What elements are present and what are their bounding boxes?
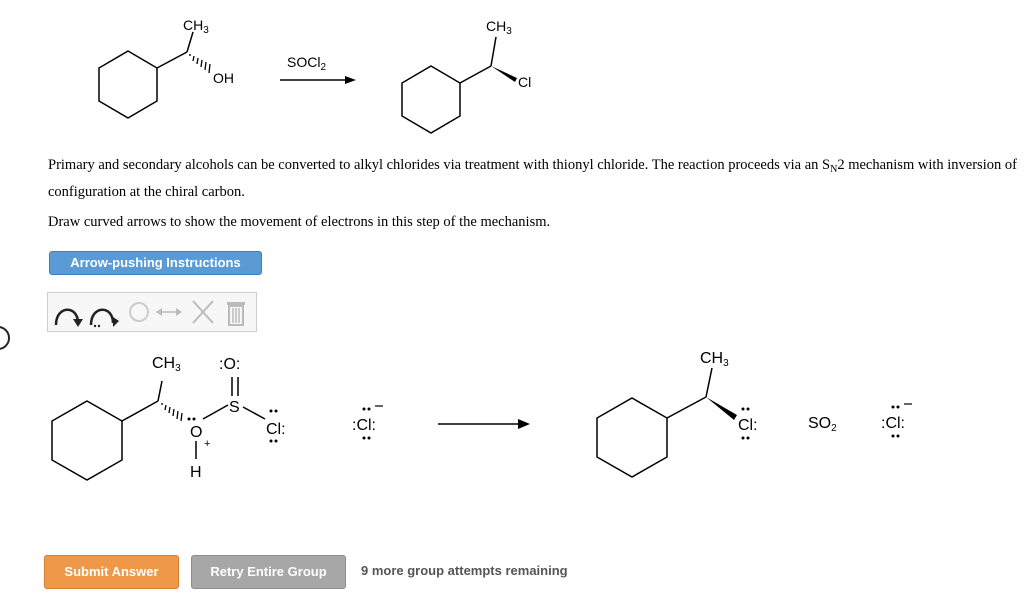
half-curved-arrow-icon[interactable] <box>85 295 121 329</box>
right-chloride-ion: :Cl: <box>881 415 905 432</box>
oxonium-h: H <box>190 464 202 481</box>
product-chlorine: Cl: <box>738 417 758 434</box>
drawing-toolbar <box>47 292 257 332</box>
product-cl-label: Cl <box>518 74 531 90</box>
attempts-remaining-text: 9 more group attempts remaining <box>361 563 568 578</box>
oxonium-o: O <box>190 424 202 441</box>
close-icon[interactable] <box>185 295 221 329</box>
chloride-ion: :Cl: <box>352 417 376 434</box>
retry-entire-group-button[interactable]: Retry Entire Group <box>191 555 346 589</box>
reactant-cyclohexane <box>98 50 158 119</box>
mechanism-left-cyclohexane <box>51 400 123 481</box>
reagent-label: SOCl2 <box>287 54 326 73</box>
ring-icon[interactable] <box>121 295 157 329</box>
instruction-text: Draw curved arrows to show the movement … <box>48 214 551 230</box>
product-cyclohexane <box>401 65 461 134</box>
sulfoxide-oxygen: :O: <box>219 356 240 373</box>
sn-subscript: N <box>830 164 838 175</box>
reaction-scheme: CH3 OH SOCl2 CH3 Cl <box>98 17 531 134</box>
mechanism-right-methyl: CH3 <box>700 350 729 369</box>
reactant-methyl-label: CH3 <box>183 17 209 36</box>
sulfur-atom: S <box>229 399 240 416</box>
sulfur-dioxide: SO2 <box>808 415 837 434</box>
product-methyl-label: CH3 <box>486 18 512 37</box>
reactant-oh-label: OH <box>213 70 234 86</box>
sulfur-chlorine: Cl: <box>266 421 286 438</box>
submit-answer-button[interactable]: Submit Answer <box>44 555 179 589</box>
oxonium-charge: + <box>204 438 210 450</box>
mechanism-right-cyclohexane <box>596 397 668 478</box>
mechanism-left-methyl: CH3 <box>152 355 181 374</box>
mechanism-canvas[interactable]: CH3 O + H S :O: Cl: :Cl: CH3 Cl: <box>0 335 1024 495</box>
trash-icon[interactable] <box>218 295 254 329</box>
double-arrow-icon[interactable] <box>151 295 187 329</box>
arrow-pushing-instructions-button[interactable]: Arrow-pushing Instructions <box>49 251 262 275</box>
intro-text: Primary and secondary alcohols can be co… <box>48 157 1017 200</box>
curved-arrow-icon[interactable] <box>50 295 86 329</box>
